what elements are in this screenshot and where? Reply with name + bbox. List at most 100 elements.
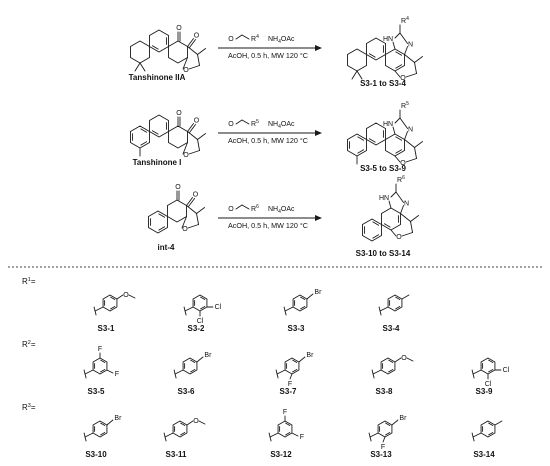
double-bond	[140, 128, 148, 133]
ring-outline	[192, 294, 208, 312]
arrow-head	[315, 215, 322, 221]
double-bond	[151, 130, 159, 135]
substituent-bond	[291, 432, 299, 437]
reagent-r-group: R4	[251, 34, 259, 43]
ring-outline	[366, 37, 386, 61]
ring-outline	[167, 199, 187, 223]
substituent-atom: F	[381, 444, 385, 451]
phenyl-ring	[192, 294, 208, 312]
substituent-bond	[289, 373, 293, 380]
tail: OAc	[281, 121, 295, 128]
substituent-bond	[394, 357, 402, 363]
compound-label: S3-1	[98, 324, 115, 333]
double-bond	[180, 432, 186, 436]
imidazole-bond	[395, 191, 404, 203]
ring-outline	[362, 218, 382, 242]
methyl-bond	[401, 294, 410, 300]
compound-label: S3-14	[473, 450, 495, 459]
double-bond	[292, 369, 298, 373]
product-r-sup: 5	[406, 101, 409, 107]
double-bond	[200, 296, 206, 300]
double-bond	[285, 432, 291, 436]
furan-bond	[405, 73, 417, 78]
double-bond	[357, 149, 365, 154]
double-bond	[158, 213, 166, 218]
aldehyde-oxygen: O	[228, 206, 234, 213]
ring-b	[149, 114, 169, 138]
imidazole-bond	[394, 117, 401, 124]
methoxy-oxygen: O	[123, 292, 129, 299]
arrow-head	[315, 45, 322, 51]
substituent-bond	[298, 356, 306, 363]
furan-bond	[394, 70, 401, 78]
r-group-label: R2=	[22, 340, 36, 349]
reagent-r-sup: 4	[256, 34, 259, 40]
ring-outline	[149, 114, 169, 138]
substituent-bond	[106, 369, 114, 374]
furan-bond	[181, 216, 187, 229]
compound-label: S3-2	[188, 324, 205, 333]
aldehyde-oxygen: O	[228, 121, 234, 128]
substituent-S3-7: BrF	[275, 352, 314, 388]
ring-outline	[92, 420, 108, 438]
double-bond	[285, 422, 291, 426]
furan-bond	[405, 158, 417, 163]
attachment-bond	[84, 432, 94, 438]
ring-a	[130, 40, 150, 64]
subscript: 4	[278, 124, 281, 130]
double-bond	[100, 422, 106, 426]
aldehyde-oxygen: O	[228, 36, 234, 43]
substituent-S3-10: Br	[83, 415, 122, 442]
substituent-bond	[382, 436, 386, 443]
furan-bond	[394, 155, 401, 163]
substituent-S3-13: BrF	[368, 415, 407, 451]
furan-bond	[414, 62, 417, 74]
attachment-bond	[472, 432, 482, 438]
attachment-bond	[369, 432, 379, 438]
ring-outline	[377, 420, 393, 438]
double-bond	[140, 141, 148, 146]
methyl-bond	[197, 133, 206, 140]
attachment-marker	[283, 306, 287, 316]
attachment-marker	[471, 369, 475, 379]
r-group-label: R3=	[22, 403, 36, 412]
double-bond	[488, 359, 494, 363]
central-ring	[385, 48, 405, 72]
product-label: S3-10 to S3-14	[356, 249, 411, 258]
attachment-bond	[276, 369, 286, 375]
attachment-bond	[94, 306, 104, 312]
substituent-bond	[106, 419, 114, 426]
aromatic-ring	[362, 218, 382, 242]
product-r-sup: 6	[402, 175, 405, 181]
furan-bond	[187, 46, 198, 55]
furan-bond	[197, 54, 200, 66]
substituent-bond	[186, 420, 194, 426]
double-bond	[300, 296, 306, 300]
double-bond	[372, 234, 380, 239]
furan-bond	[390, 229, 397, 237]
attachment-bond	[372, 369, 382, 375]
imidazole-bond	[392, 126, 396, 135]
substituent-atom: F	[115, 371, 119, 378]
reactant-structure: OOO	[130, 110, 206, 159]
substituent-atom: Br	[204, 352, 212, 359]
double-bond	[300, 306, 306, 310]
ring-outline	[480, 420, 496, 438]
furan-bond	[188, 65, 200, 70]
aldehyde-reagent: O R5	[228, 119, 259, 128]
imidazole-bond	[394, 32, 401, 39]
imidazole-bond	[392, 41, 396, 50]
double-bond	[395, 306, 401, 310]
furan-bond	[404, 139, 415, 148]
attachment-marker	[93, 306, 97, 316]
attachment-bond	[379, 306, 389, 312]
product-label: S3-1 to S3-4	[360, 79, 406, 88]
phenyl-ring	[380, 357, 396, 375]
reagent-r-group: R5	[251, 119, 259, 128]
substituent-S3-11: O	[163, 418, 206, 442]
double-bond	[200, 306, 206, 310]
tail: OAc	[281, 36, 295, 43]
attachment-marker	[368, 432, 372, 442]
double-bond	[395, 296, 401, 300]
